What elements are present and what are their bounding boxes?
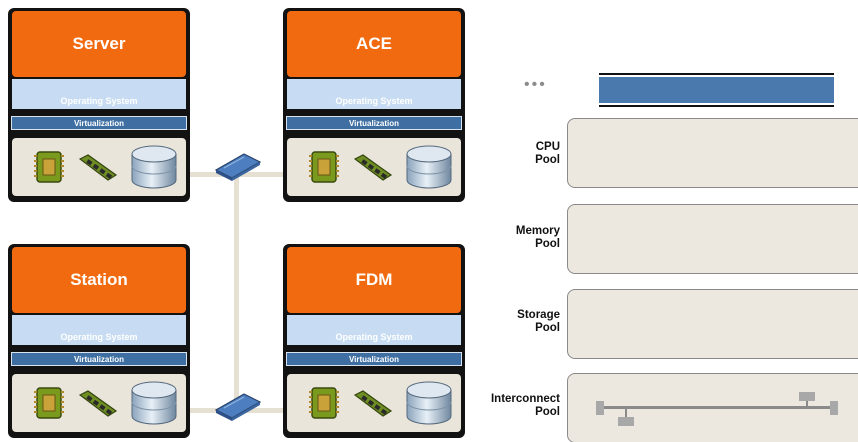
resource-bar (599, 73, 834, 107)
memory-pool-label: Memory Pool (476, 225, 560, 251)
hardware-tray (12, 374, 186, 432)
connector-vertical (234, 172, 239, 412)
interconnect-pool (567, 373, 858, 442)
disk-storage-icon (131, 145, 177, 189)
pool-label-line: Pool (535, 238, 560, 250)
memory-pool (567, 204, 858, 274)
node-server: Server Operating System Virtualization (8, 8, 190, 202)
pool-label-line: Pool (535, 154, 560, 166)
hardware-tray (287, 374, 461, 432)
cpu-pool-label: CPU Pool (476, 141, 560, 167)
memory-module-icon (78, 154, 118, 181)
memory-module-icon (78, 390, 118, 417)
cpu-pool (567, 118, 858, 188)
hardware-tray (287, 138, 461, 196)
memory-module-icon (353, 154, 393, 181)
virtualization-layer: Virtualization (11, 352, 187, 366)
virtualization-layer: Virtualization (286, 352, 462, 366)
virtualization-layer: Virtualization (286, 116, 462, 130)
disk-storage-icon (131, 381, 177, 425)
node-title: Station (12, 247, 186, 313)
disk-storage-icon (406, 381, 452, 425)
operating-system-layer: Operating System (287, 315, 461, 345)
node-title: ACE (287, 11, 461, 77)
disk-storage-icon (406, 145, 452, 189)
cpu-chip-icon (34, 151, 64, 183)
cpu-chip-icon (34, 387, 64, 419)
hardware-tray (12, 138, 186, 196)
ellipsis-indicator: ••• (524, 76, 547, 93)
operating-system-layer: Operating System (12, 79, 186, 109)
cpu-chip-icon (309, 151, 339, 183)
node-fdm: FDM Operating System Virtualization (283, 244, 465, 438)
operating-system-layer: Operating System (12, 315, 186, 345)
interconnect-bus-icon (596, 392, 838, 426)
pool-label-line: Pool (535, 322, 560, 334)
operating-system-layer: Operating System (287, 79, 461, 109)
pool-label-line: Pool (535, 406, 560, 418)
network-switch-icon (214, 153, 262, 181)
storage-pool (567, 289, 858, 359)
node-title: FDM (287, 247, 461, 313)
node-station: Station Operating System Virtualization (8, 244, 190, 438)
memory-module-icon (353, 390, 393, 417)
virtualization-layer: Virtualization (11, 116, 187, 130)
pool-label-line: Storage (517, 309, 560, 321)
pool-label-line: Interconnect (490, 393, 560, 405)
pool-label-line: Memory (515, 225, 560, 237)
pool-label-line: CPU (535, 141, 560, 153)
cpu-chip-icon (309, 387, 339, 419)
node-title: Server (12, 11, 186, 77)
storage-pool-label: Storage Pool (476, 309, 560, 335)
network-switch-icon (214, 393, 262, 421)
interconnect-pool-label: Interconnect Pool (476, 393, 560, 419)
node-ace: ACE Operating System Virtualization (283, 8, 465, 202)
